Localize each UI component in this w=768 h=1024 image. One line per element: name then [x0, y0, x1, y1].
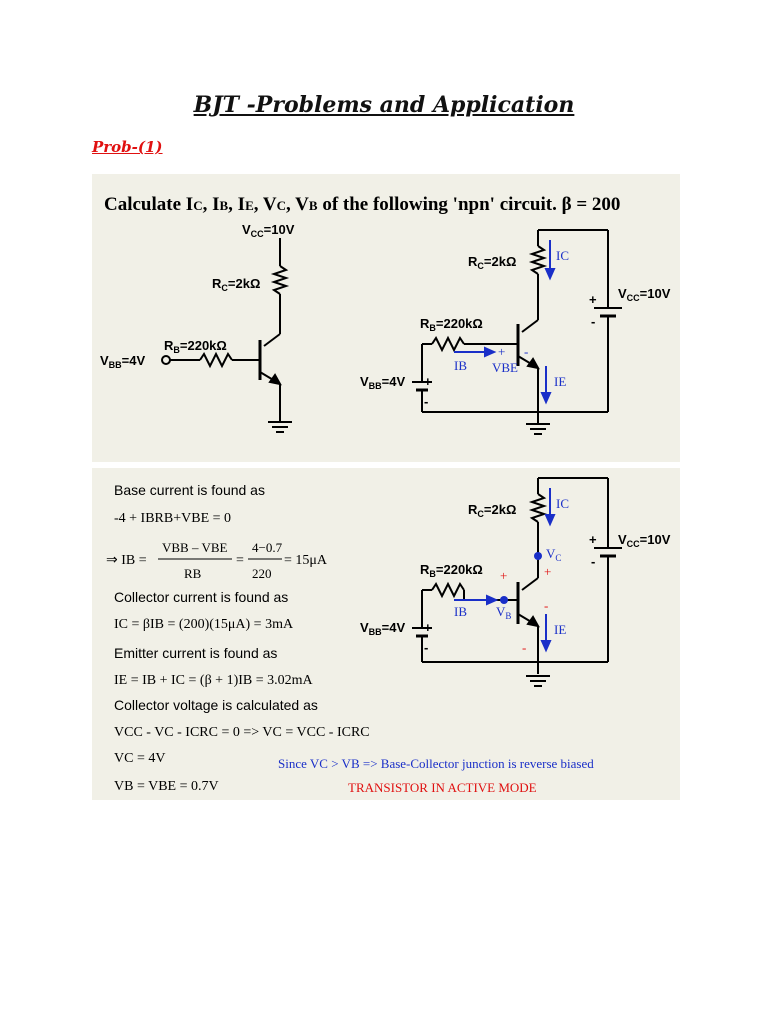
c3-vbb-label: VBB=4V: [360, 620, 405, 637]
c2-vbb-plus: +: [424, 374, 432, 389]
problem-statement: Calculate IC, IB, IE, VC, VB of the foll…: [104, 194, 620, 215]
c3-vc-label: VC: [546, 546, 561, 563]
c3-ic-label: IC: [556, 496, 569, 511]
c3-vcc-plus: +: [589, 532, 597, 547]
c2-vbe-label: VBE: [492, 360, 518, 375]
c1-vbb-label: VBB=4V: [100, 353, 145, 370]
page-title: BJT -Problems and Application: [193, 92, 575, 118]
c3-vbb-plus: +: [424, 620, 432, 635]
equation-ib-result: = 15μA: [284, 553, 328, 568]
rc3-resistor-icon: [528, 493, 548, 523]
equation-ie: IE = IB + IC = (β + 1)IB = 3.02mA: [114, 673, 314, 688]
c3-vb-label: VB: [496, 604, 511, 621]
c3-vc-plus: +: [544, 564, 551, 579]
equation-vcc-kvl: VCC - VC - ICRC = 0 => VC = VCC - ICRC: [114, 725, 370, 740]
c2-vcc-plus: +: [589, 292, 597, 307]
c3-ve-minus: -: [522, 640, 526, 655]
equation-ic: IC = βIB = (200)(15μA) = 3mA: [114, 617, 294, 632]
solution-heading-voltage: Collector voltage is calculated as: [114, 697, 318, 713]
problem-label: Prob-(1): [92, 138, 163, 156]
c2-rb-label: RB=220kΩ: [420, 316, 483, 333]
c2-vbe-minus: -: [524, 344, 528, 359]
rb-resistor-icon: [199, 351, 233, 369]
c1-rc-label: RC=2kΩ: [212, 276, 260, 293]
c3-vce-minus: -: [544, 598, 548, 613]
c3-vbb-minus: -: [424, 640, 428, 655]
equation-kvl-base: -4 + IBRB+VBE = 0: [114, 511, 231, 526]
vc-node-dot: [534, 552, 542, 560]
c1-vcc-label: VCC=10V: [242, 222, 295, 239]
c3-rc-label: RC=2kΩ: [468, 502, 516, 519]
c1-rb-label: RB=220kΩ: [164, 338, 227, 355]
c2-vcc-minus: -: [591, 314, 595, 329]
solution-heading-base: Base current is found as: [114, 482, 265, 498]
solution-heading-collector: Collector current is found as: [114, 589, 288, 605]
equation-vb: VB = VBE = 0.7V: [114, 779, 219, 794]
circuit-3: [412, 477, 622, 687]
c2-ib-label: IB: [454, 358, 467, 373]
solution-heading-emitter: Emitter current is found as: [114, 645, 277, 661]
equation-ib-lhs: ⇒ IB =: [106, 553, 147, 568]
c2-ic-label: IC: [556, 248, 569, 263]
problem-panel: Calculate IC, IB, IE, VC, VB of the foll…: [92, 174, 680, 462]
note-reverse-biased: Since VC > VB => Base-Collector junction…: [278, 756, 594, 771]
c3-ie-label: IE: [554, 622, 566, 637]
c2-vbb-label: VBB=4V: [360, 374, 405, 391]
c3-vcc-label: VCC=10V: [618, 532, 671, 549]
rc2-resistor-icon: [528, 245, 548, 275]
rb2-resistor-icon: [431, 335, 465, 353]
c2-ie-label: IE: [554, 374, 566, 389]
svg-text:=: =: [236, 553, 244, 568]
c2-rc-label: RC=2kΩ: [468, 254, 516, 271]
c2-vbb-minus: -: [424, 394, 428, 409]
c2-vcc-label: VCC=10V: [618, 286, 671, 303]
equation-ib-den2: 220: [252, 566, 272, 581]
c3-rb-label: RB=220kΩ: [420, 562, 483, 579]
equation-ib-den1: RB: [184, 566, 202, 581]
c3-vbe-plus: +: [500, 568, 507, 583]
c3-ib-label: IB: [454, 604, 467, 619]
circuit-2: [412, 229, 622, 435]
equation-vc: VC = 4V: [114, 751, 165, 766]
active-mode-label: TRANSISTOR IN ACTIVE MODE: [348, 780, 537, 795]
rb3-resistor-icon: [431, 581, 465, 599]
solution-panel: Base current is found as Collector curre…: [92, 468, 680, 800]
circuit-1: [161, 238, 292, 433]
equation-ib-num1: VBB – VBE: [162, 540, 228, 555]
equation-ib-num2: 4−0.7: [252, 540, 283, 555]
vb-node-dot: [500, 596, 508, 604]
rc-resistor-icon: [270, 265, 290, 295]
c3-vcc-minus: -: [591, 554, 595, 569]
c2-vbe-plus: +: [498, 344, 505, 359]
